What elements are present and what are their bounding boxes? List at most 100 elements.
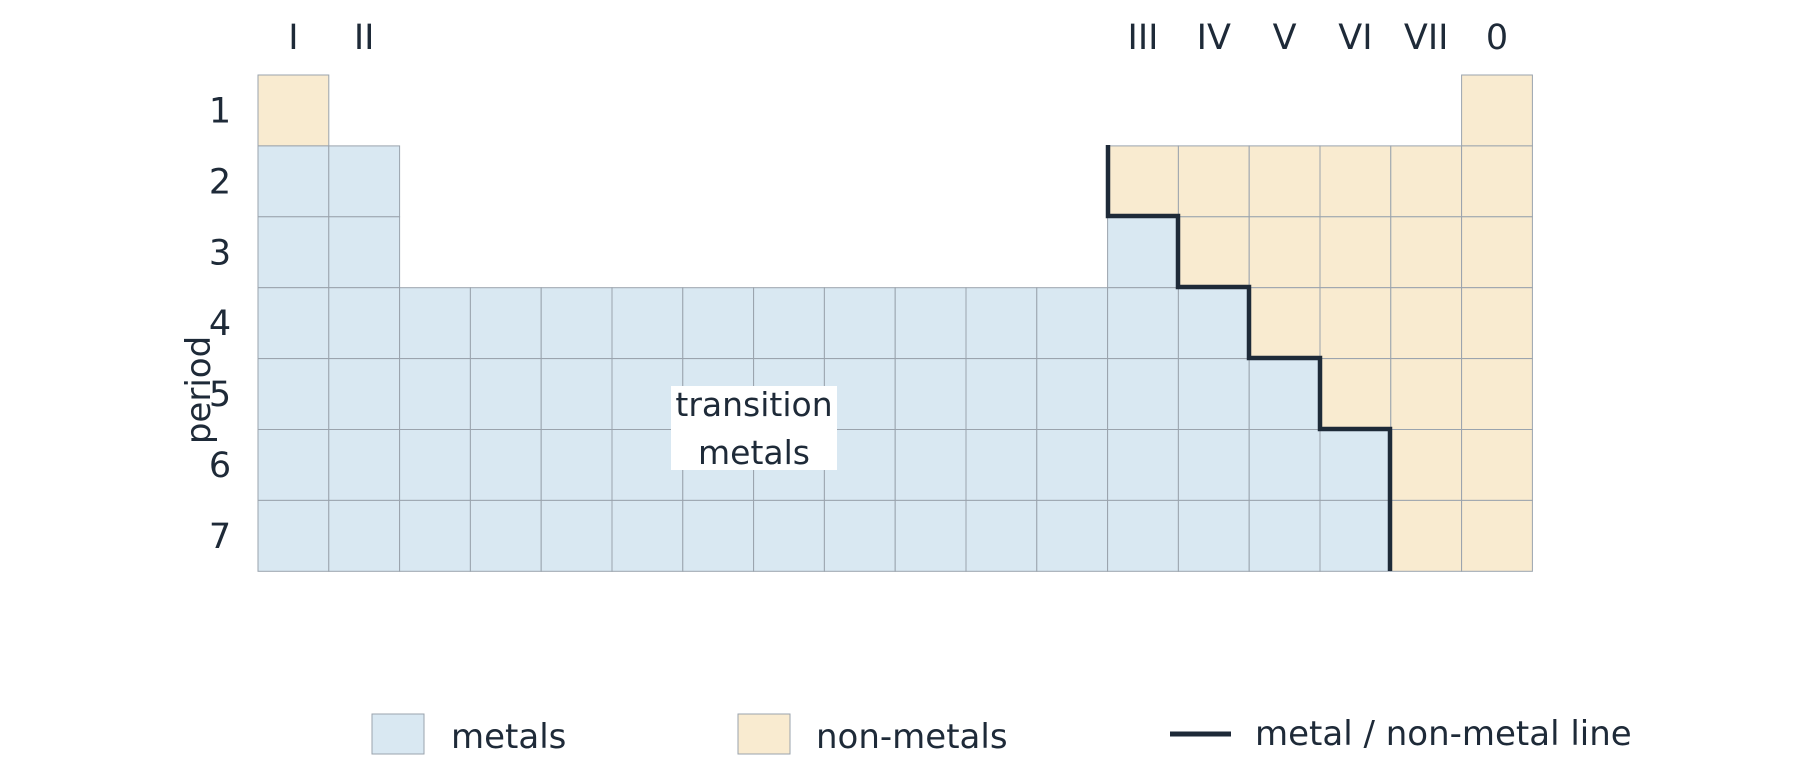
- metal-cell: [328, 499, 401, 572]
- metal-cell: [1319, 429, 1392, 501]
- group-label: VII: [1404, 18, 1449, 58]
- group-label: IV: [1197, 18, 1231, 58]
- metal-cell: [399, 429, 471, 501]
- metal-cell: [965, 287, 1038, 360]
- period-label: 7: [209, 517, 231, 557]
- metal-cell: [965, 429, 1038, 501]
- metal-cell: [328, 429, 401, 501]
- metal-cell: [540, 499, 613, 572]
- metal-cell: [682, 287, 755, 360]
- non-metal-cell: [1461, 429, 1533, 501]
- metal-cell: [328, 358, 401, 431]
- metal-cell: [682, 499, 755, 572]
- non-metal-cell: [1319, 145, 1392, 218]
- metal-cell: [823, 287, 896, 360]
- non-metal-cell: [1461, 287, 1533, 360]
- metal-cell: [894, 358, 967, 431]
- metal-cell: [399, 499, 471, 572]
- table-cells: [257, 74, 1533, 572]
- metal-cell: [1107, 216, 1179, 289]
- metal-cell: [894, 499, 967, 572]
- non-metal-cell: [1319, 216, 1392, 289]
- metal-cell: [257, 216, 330, 289]
- non-metal-cell: [1248, 145, 1321, 218]
- metal-cell: [540, 429, 613, 501]
- metal-cell: [1036, 499, 1109, 572]
- metal-cell: [1107, 429, 1179, 501]
- non-metal-cell: [1461, 499, 1533, 572]
- non-metal-cell: [1319, 358, 1392, 431]
- metal-cell: [611, 499, 684, 572]
- non-metal-cell: [1461, 74, 1533, 147]
- period-label: 6: [209, 446, 231, 486]
- metal-cell: [611, 287, 684, 360]
- non-metal-cell: [1390, 429, 1463, 501]
- group-label: I: [288, 18, 298, 58]
- group-label: V: [1273, 18, 1297, 58]
- metal-cell: [1177, 358, 1250, 431]
- metal-cell: [1177, 429, 1250, 501]
- non-metal-cell: [1107, 145, 1179, 218]
- period-label: 3: [209, 233, 231, 273]
- metal-cell: [328, 287, 401, 360]
- metal-non-metal-line: [1105, 145, 1393, 571]
- metal-cell: [328, 145, 401, 218]
- metal-cell: [469, 358, 542, 431]
- period-label: 1: [209, 92, 231, 132]
- non-metal-cell: [1390, 216, 1463, 289]
- metal-cell: [1248, 358, 1321, 431]
- metal-cell: [469, 429, 542, 501]
- metal-cell: [753, 499, 825, 572]
- period-label: 5: [209, 375, 231, 415]
- non-metal-cell: [1461, 216, 1533, 289]
- metal-cell: [399, 358, 471, 431]
- group-label: III: [1128, 18, 1159, 58]
- metal-cell: [469, 287, 542, 360]
- legend-metals-label: metals: [451, 717, 566, 757]
- non-metal-cell: [257, 74, 330, 147]
- non-metal-cell: [1390, 145, 1463, 218]
- metal-cell: [1248, 429, 1321, 501]
- legend-metals-swatch: [371, 713, 425, 755]
- metal-cell: [399, 287, 471, 360]
- metal-cell: [1107, 287, 1179, 360]
- period-axis-label: period: [179, 336, 219, 444]
- legend-non-metals-swatch: [737, 713, 791, 755]
- metal-cell: [1177, 287, 1250, 360]
- non-metal-cell: [1177, 216, 1250, 289]
- metal-cell: [328, 216, 401, 289]
- non-metal-cell: [1390, 358, 1463, 431]
- group-label: 0: [1486, 18, 1508, 58]
- transition-metals-label-line2: metals: [698, 433, 810, 472]
- metal-cell: [1036, 358, 1109, 431]
- metal-cell: [1248, 499, 1321, 572]
- metal-cell: [1036, 287, 1109, 360]
- metal-cell: [1036, 429, 1109, 501]
- period-label: 2: [209, 162, 231, 202]
- transition-metals-label-line1: transition: [675, 385, 832, 424]
- period-labels: 1 2 3 4 5 6 7: [209, 92, 231, 557]
- non-metal-cell: [1319, 287, 1392, 360]
- metal-cell: [894, 287, 967, 360]
- metal-cell: [965, 358, 1038, 431]
- metal-cell: [753, 287, 825, 360]
- legend-line-label: metal / non-metal line: [1255, 714, 1632, 754]
- metal-cell: [257, 429, 330, 501]
- metal-cell: [894, 429, 967, 501]
- group-label: II: [354, 18, 375, 58]
- legend: metals non-metals metal / non-metal line: [371, 713, 1632, 757]
- metal-cell: [257, 287, 330, 360]
- legend-non-metals-label: non-metals: [816, 717, 1008, 757]
- period-label: 4: [209, 304, 231, 344]
- metal-cell: [1107, 499, 1179, 572]
- non-metal-cell: [1390, 499, 1463, 572]
- metal-cell: [823, 499, 896, 572]
- non-metal-cell: [1461, 145, 1533, 218]
- non-metal-cell: [1248, 287, 1321, 360]
- metal-cell: [540, 358, 613, 431]
- metal-cell: [1319, 499, 1392, 572]
- non-metal-cell: [1390, 287, 1463, 360]
- metal-cell: [257, 145, 330, 218]
